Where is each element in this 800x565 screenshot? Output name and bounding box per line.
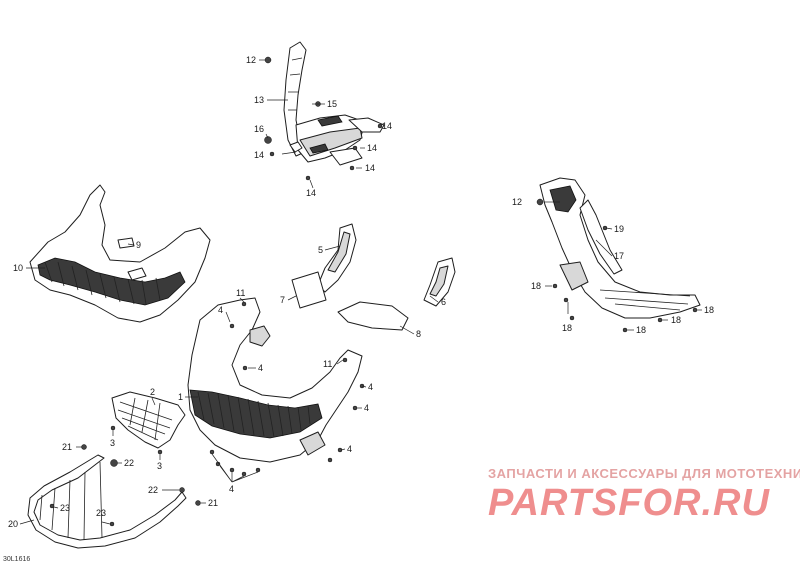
callout-10: 10 [13, 263, 23, 273]
leader-lines [19, 59, 702, 525]
callout-14-c: 14 [365, 163, 375, 173]
callout-17: 17 [614, 251, 624, 261]
callout-14-e: 14 [306, 188, 316, 198]
callout-12-top: 12 [246, 55, 256, 65]
callout-2: 2 [150, 387, 155, 397]
bumper-20 [27, 454, 187, 549]
callout-5: 5 [318, 245, 323, 255]
diagram-code: 30L1616 [3, 556, 30, 563]
callout-19: 19 [614, 224, 624, 234]
callout-9: 9 [136, 240, 141, 250]
callout-14-d: 14 [382, 121, 392, 131]
callout-18-b: 18 [562, 323, 572, 333]
callout-18-e: 18 [704, 305, 714, 315]
callout-11-b: 11 [323, 359, 332, 369]
callout-23-b: 23 [96, 508, 106, 518]
callout-4-e: 4 [347, 444, 352, 454]
centre-panels [291, 223, 456, 331]
upper-console-assembly [283, 41, 385, 166]
watermark: ЗАПЧАСТИ И АКСЕССУАРЫ ДЛЯ МОТОТЕХНИКИ PA… [488, 466, 800, 524]
callout-18-a: 18 [531, 281, 541, 291]
callout-numbers: 12 13 15 16 14 14 14 14 14 10 9 5 7 6 8 … [8, 55, 714, 529]
callout-1: 1 [178, 392, 183, 402]
callout-14-a: 14 [254, 150, 264, 160]
callout-14-b: 14 [367, 143, 377, 153]
callout-7: 7 [280, 295, 285, 305]
callout-6: 6 [441, 297, 446, 307]
callout-4-c: 4 [368, 382, 373, 392]
front-nose-main [187, 297, 363, 463]
right-frame-assembly [539, 177, 701, 319]
callout-3-a: 3 [110, 438, 115, 448]
callout-18-c: 18 [636, 325, 646, 335]
watermark-tagline: ЗАПЧАСТИ И АКСЕССУАРЫ ДЛЯ МОТОТЕХНИКИ [488, 466, 800, 481]
callout-4-b: 4 [258, 363, 263, 373]
callout-18-d: 18 [671, 315, 681, 325]
watermark-brand: PARTSFOR.RU [488, 482, 770, 524]
callout-16: 16 [254, 124, 264, 134]
callout-8: 8 [416, 329, 421, 339]
callout-15: 15 [327, 99, 337, 109]
callout-22-a: 22 [124, 458, 134, 468]
callout-23-a: 23 [60, 503, 70, 513]
callout-13: 13 [254, 95, 264, 105]
bracket-2 [111, 391, 186, 449]
front-fascia-left [29, 184, 211, 323]
callout-21-b: 21 [208, 498, 218, 508]
callout-3-b: 3 [157, 461, 162, 471]
callout-12-right: 12 [512, 197, 522, 207]
callout-11-a: 11 [236, 288, 245, 298]
callout-4-f: 4 [229, 484, 234, 494]
fasteners [49, 56, 698, 527]
callout-21-a: 21 [62, 442, 72, 452]
callout-22-b: 22 [148, 485, 158, 495]
callout-20: 20 [8, 519, 18, 529]
callout-4-a: 4 [218, 305, 223, 315]
callout-4-d: 4 [364, 403, 369, 413]
